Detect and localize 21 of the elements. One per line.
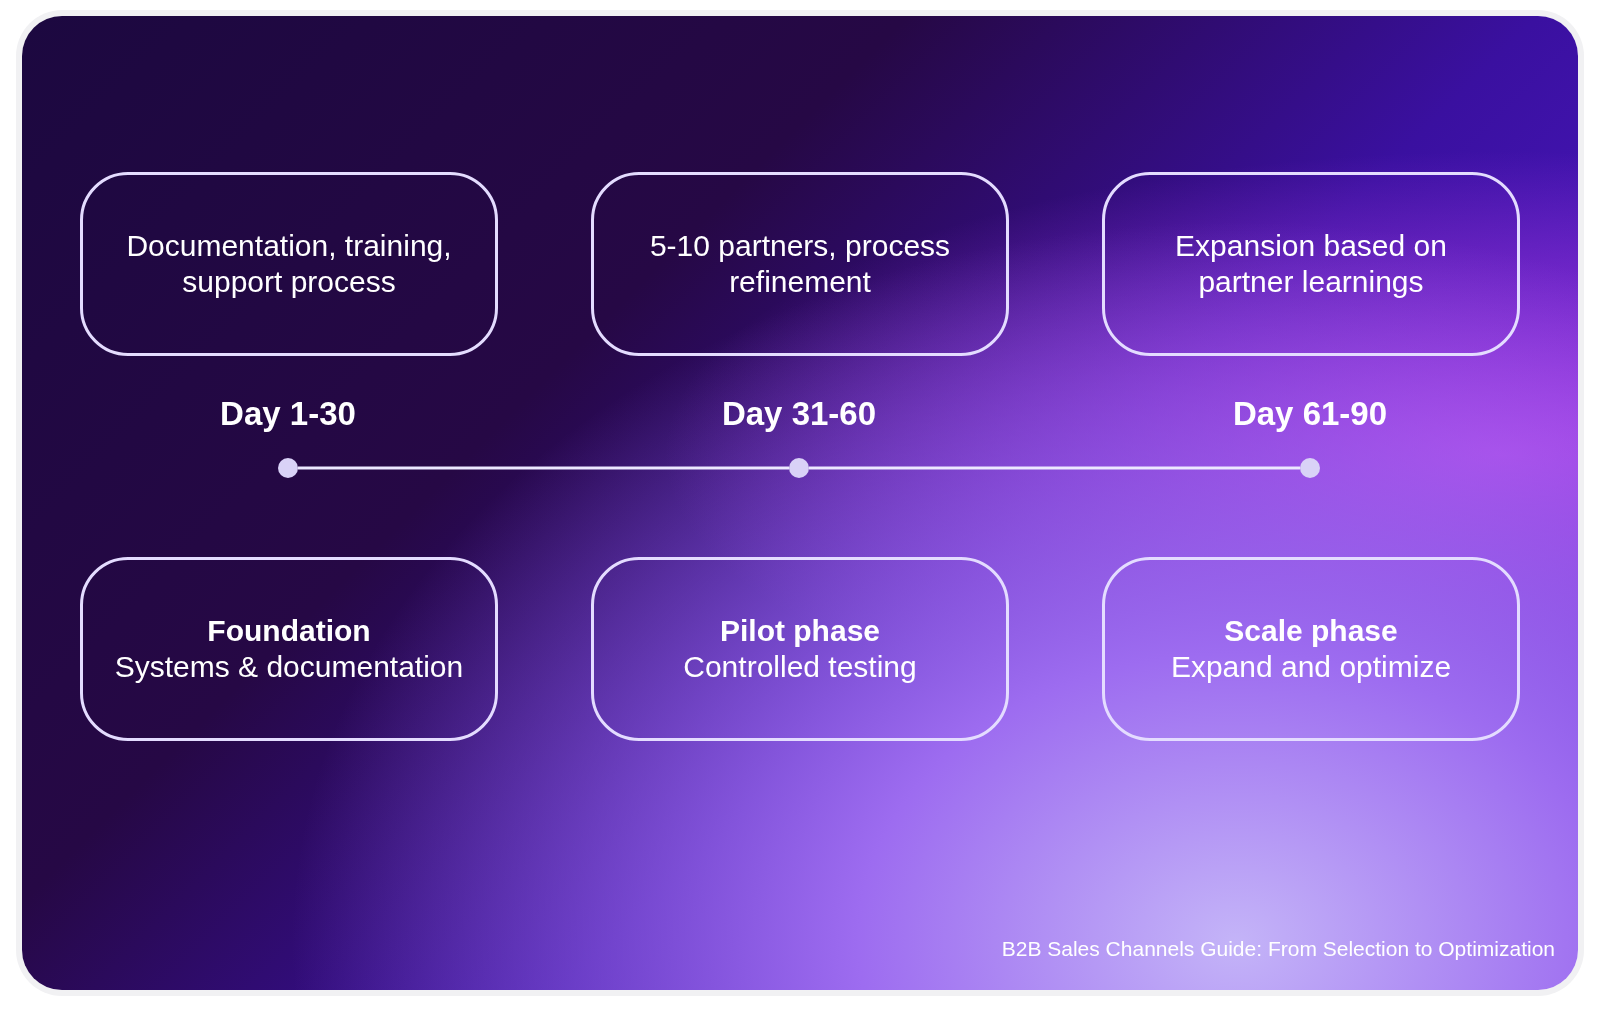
phase-text: Controlled testing <box>683 649 917 685</box>
phase-box <box>1102 172 1520 356</box>
phase-box <box>591 557 1009 741</box>
phase-title: Foundation <box>207 613 371 649</box>
phase-text: 5-10 partners, process refinement <box>648 228 952 300</box>
phase-box <box>591 172 1009 356</box>
phase-title: Pilot phase <box>719 613 880 649</box>
phase-box <box>80 172 498 356</box>
phase-box <box>80 557 498 741</box>
timeline-line <box>809 466 1300 470</box>
timeline-line <box>298 466 789 470</box>
caption: B2B Sales Channels Guide: From Selection to Optimization <box>1001 937 1555 960</box>
phase-text: Expansion based on partner learnings <box>1174 228 1448 300</box>
phase-title: Scale phase <box>1224 613 1398 649</box>
phase-box <box>1102 557 1520 741</box>
phase-text: Documentation, training, support process <box>125 228 453 300</box>
day-range-label: Day 1-30 <box>220 395 356 433</box>
phase-text: Systems & documentation <box>114 649 464 685</box>
day-range-label: Day 61-90 <box>1232 395 1388 433</box>
day-range-label: Day 31-60 <box>721 395 877 433</box>
phase-text: Expand and optimize <box>1170 649 1452 685</box>
